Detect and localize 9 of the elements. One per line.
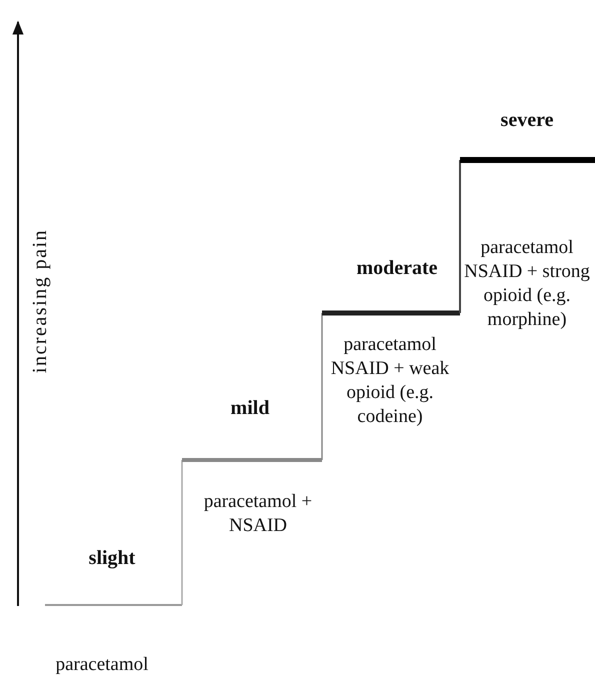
level-heading: moderate [355,256,439,280]
axis-label: increasing pain [28,228,52,376]
treatment-text: paracetamol + NSAID [202,490,314,538]
level-heading: slight [88,546,136,570]
level-heading: mild [230,396,270,420]
treatment-text: paracetamol [54,653,150,677]
treatment-text: paracetamol NSAID + strong opioid (e.g. morphine) [463,236,591,332]
level-heading: severe [500,108,554,132]
treatment-text: paracetamol NSAID + weak opioid (e.g. codeine) [330,333,450,429]
